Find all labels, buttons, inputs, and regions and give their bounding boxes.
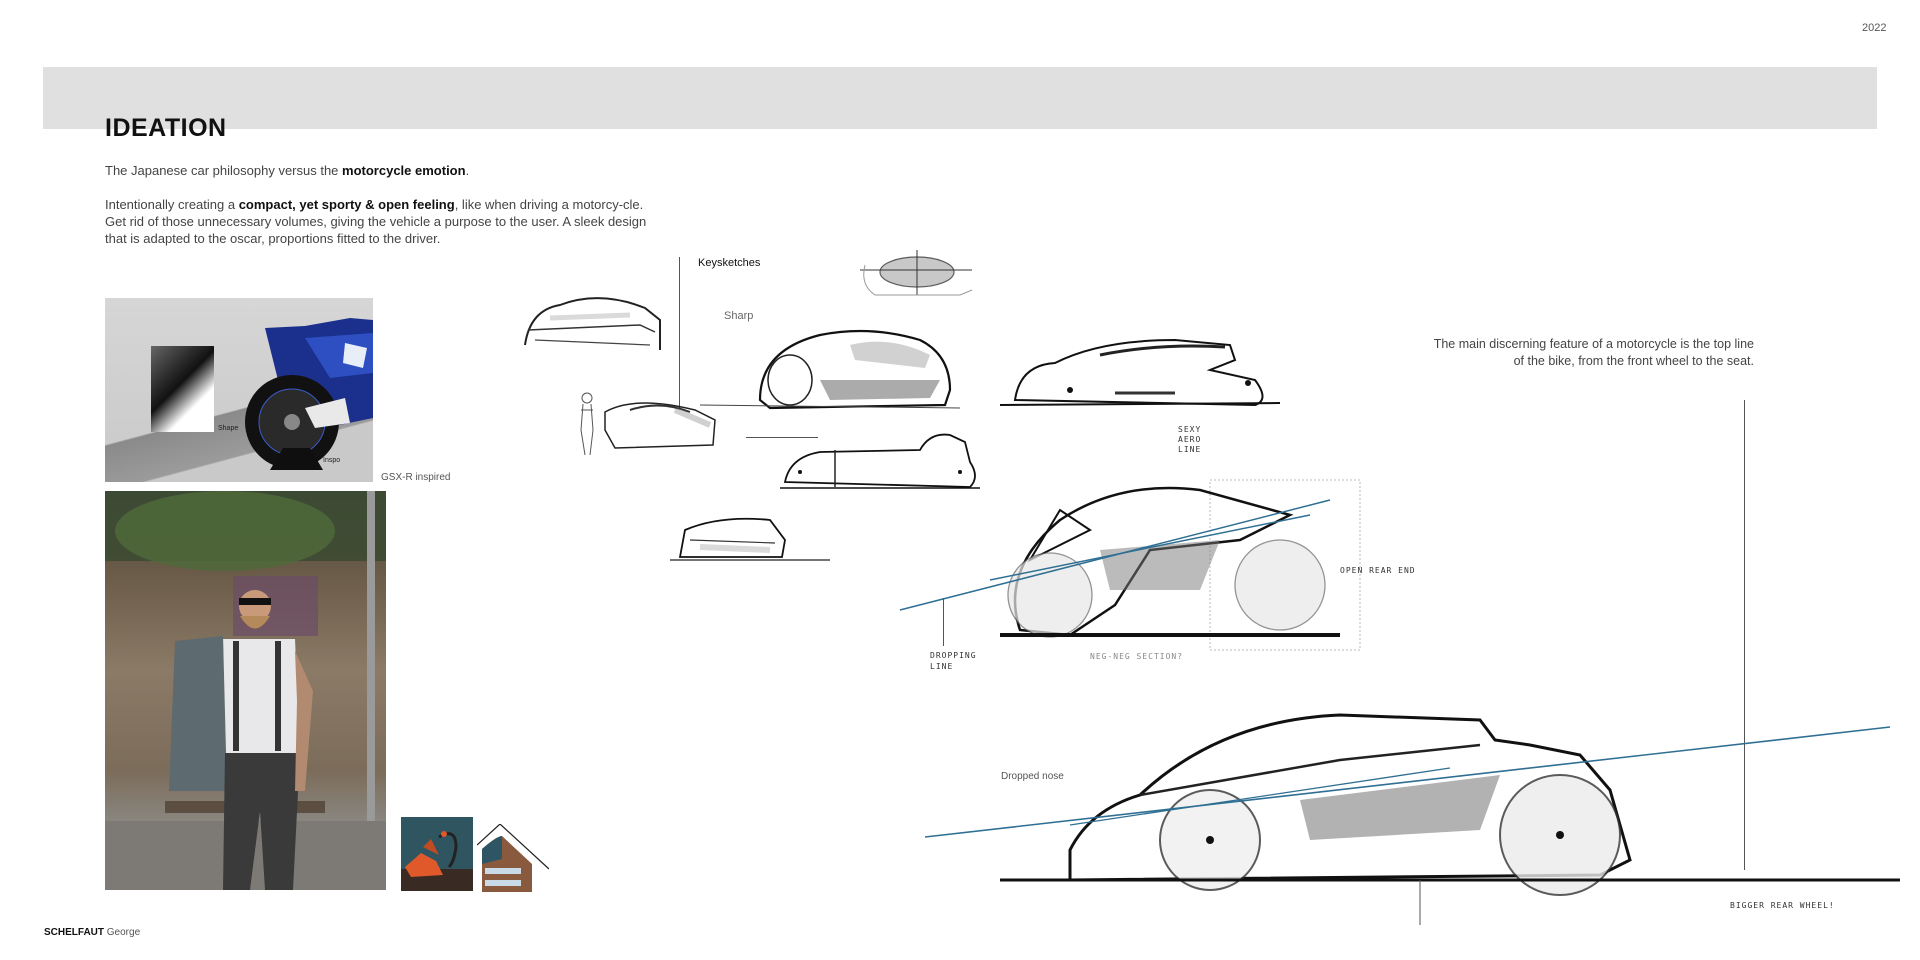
author-name: SCHELFAUT George xyxy=(44,927,140,938)
description-paragraph: Intentionally creating a compact, yet sp… xyxy=(105,196,650,247)
keysketches-label: Keysketches xyxy=(698,257,761,269)
divider-short-line xyxy=(746,437,818,438)
shape-gradient-swatch xyxy=(151,346,214,432)
sketch-small-front xyxy=(670,517,830,561)
motorcycle-feature-note: The main discerning feature of a motorcy… xyxy=(1433,337,1754,368)
annotation-bigger-rear-wheel: BIGGER REAR WHEEL! xyxy=(1730,901,1835,910)
person-illustration xyxy=(105,491,386,890)
paragraph-tail: , like when driving a motorcy-cle. Get r… xyxy=(105,197,647,246)
intro-text-bold: motorcycle emotion xyxy=(342,163,466,178)
dropped-nose-label: Dropped nose xyxy=(1001,771,1064,782)
building-illustration xyxy=(477,824,549,892)
intro-text-lead: The Japanese car philosophy versus the xyxy=(105,163,343,178)
intro-text-tail: . xyxy=(465,163,470,178)
sketch-front-view xyxy=(524,297,661,350)
sketch-person-with-car xyxy=(580,392,716,456)
paragraph-lead: Intentionally creating a xyxy=(105,197,239,212)
annotation-sexy-aero-line: SEXY AERO LINE xyxy=(1178,425,1202,454)
sketch-moto-car-concept xyxy=(899,479,1361,651)
right-divider xyxy=(1744,400,1745,870)
sketch-side-profile xyxy=(999,338,1281,407)
shape-label: Shape xyxy=(218,425,239,432)
thumbnail-building xyxy=(477,824,549,892)
motorcycle-rear-illustration xyxy=(245,318,373,470)
annotation-negative-section: NEG-NEG SECTION? xyxy=(1090,652,1184,661)
page-title: IDEATION xyxy=(105,114,227,142)
author-last-name: SCHELFAUT xyxy=(44,927,104,938)
dropping-line-marker xyxy=(943,598,944,646)
sketch-sharp-front xyxy=(699,329,961,410)
header-band xyxy=(43,67,1877,129)
sketch-side-profile-middle xyxy=(780,433,980,489)
annotation-open-rear-end: OPEN REAR END xyxy=(1340,566,1416,575)
abstract-object-illustration xyxy=(401,831,473,891)
moto-caption: GSX-R inspired xyxy=(381,472,451,483)
annotation-dropping-line: DROPPING LINE xyxy=(930,651,977,671)
inspo-label: Inspo xyxy=(323,457,341,464)
person-inspiration-photo xyxy=(105,491,386,890)
sketch-sports-car-side xyxy=(924,713,1900,925)
sketch-top-view-oval xyxy=(860,250,973,296)
paragraph-bold: compact, yet sporty & open feeling xyxy=(238,197,455,212)
moto-inspiration-image: Shape Inspo xyxy=(105,298,373,482)
keysketches-divider xyxy=(679,257,680,409)
author-first-name: George xyxy=(106,927,141,938)
year-label: 2022 xyxy=(1862,22,1887,34)
intro-text: The Japanese car philosophy versus the m… xyxy=(105,163,469,178)
thumbnail-abstract-object xyxy=(401,817,473,891)
sharp-label: Sharp xyxy=(724,310,754,322)
